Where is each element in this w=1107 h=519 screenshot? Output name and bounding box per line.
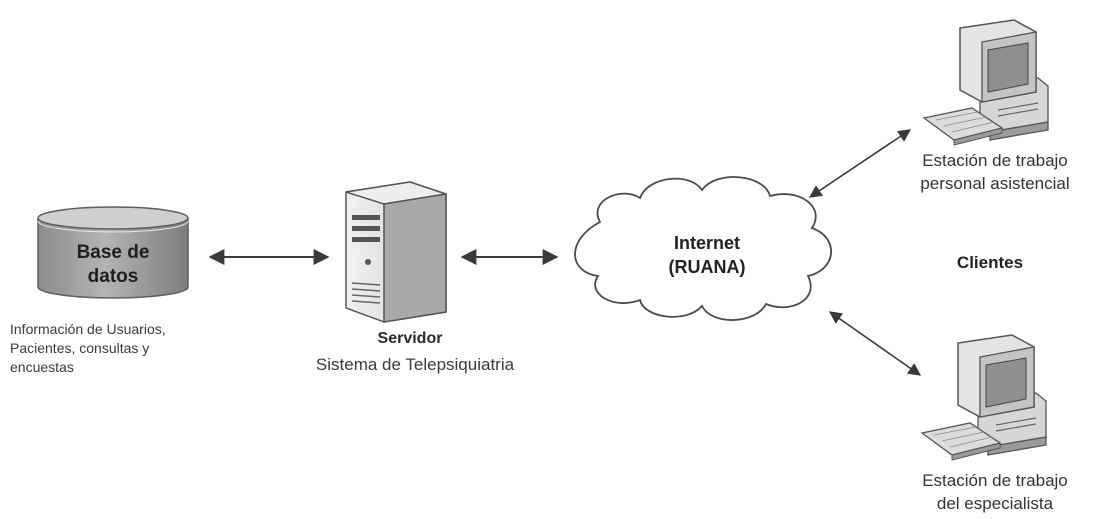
internet-ws2-link-arrow	[828, 311, 922, 376]
server-tower-icon	[345, 181, 447, 323]
server-name: Servidor	[377, 330, 443, 347]
server-description: Sistema de Telepsiquiatria	[315, 355, 515, 374]
workstation-label-staff: Estación de trabajo personal asistencial	[920, 151, 1070, 193]
database-description: Información de Usuarios, Pacientes, cons…	[10, 321, 166, 375]
database-icon	[37, 206, 189, 299]
clients-label: Clientes	[956, 253, 1024, 272]
internet-cloud-icon	[574, 176, 832, 321]
workstation-computer-icon	[922, 19, 1049, 146]
internet-ws1-link-arrow	[808, 129, 912, 198]
database-title: Base de datos	[76, 242, 150, 287]
internet-label: Internet (RUANA)	[668, 233, 746, 277]
workstation-computer-icon	[920, 334, 1047, 461]
workstation-label-specialist: Estación de trabajo del especialista	[922, 471, 1068, 513]
